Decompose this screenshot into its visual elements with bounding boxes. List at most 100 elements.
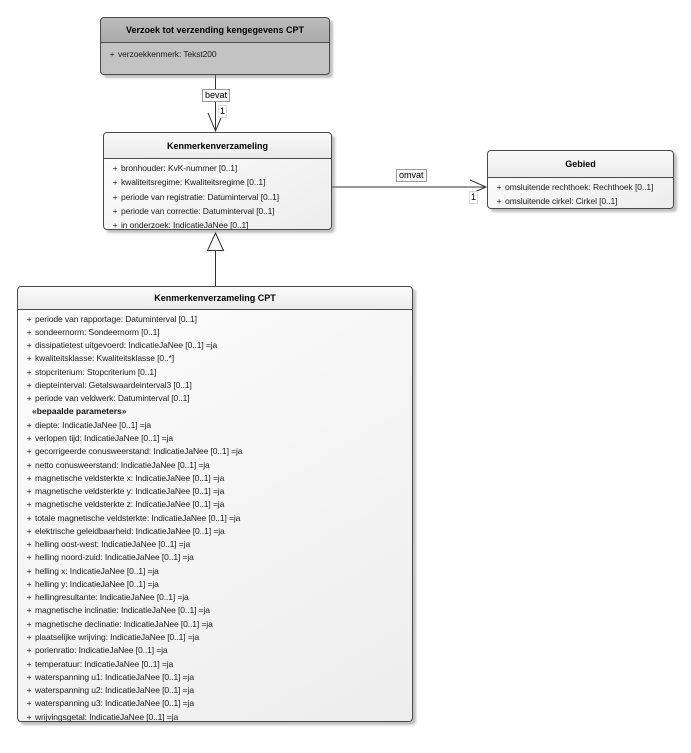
attribute-text: helling y: IndicatieJaNee [0..1] =ja [35,578,159,589]
public-visibility-icon: + [26,353,32,364]
attribute-text: netto conusweerstand: IndicatieJaNee [0.… [35,459,210,470]
attribute-row: + verzoekkenmerk: Tekst200 [101,45,329,61]
attribute-text: waterspanning u2: IndicatieJaNee [0..1] … [35,685,194,696]
public-visibility-icon: + [26,446,32,457]
attribute-row: + omsluitende rechthoek: Rechthoek [0..1… [488,180,673,194]
attribute-group-top: + periode van rapportage: Datuminterval … [18,312,412,405]
attribute-row: + elektrische geleidbaarheid: IndicatieJ… [18,524,412,537]
attribute-row: + plaatselijke wrijving: IndicatieJaNee … [18,630,412,643]
attribute-row: + periode van correctie: Datuminterval [… [104,204,331,218]
attribute-text: periode van rapportage: Datuminterval [0… [35,313,197,324]
public-visibility-icon: + [26,379,32,390]
public-visibility-icon: + [26,711,32,722]
attribute-text: temperatuur: IndicatieJaNee [0..1] =ja [35,658,174,669]
attribute-row: + verlopen tijd: IndicatieJaNee [0..1] =… [18,431,412,444]
attribute-row: + in onderzoek: IndicatieJaNee [0..1] [104,218,331,232]
attribute-row: + periode van veldwerk: Datuminterval [0… [18,392,412,405]
public-visibility-icon: + [26,685,32,696]
public-visibility-icon: + [26,313,32,324]
generalization-triangle-icon [206,231,225,251]
public-visibility-icon: + [26,525,32,536]
attribute-row: + gecorrigeerde conusweerstand: Indicati… [18,445,412,458]
attribute-row: + dissipatietest uitgevoerd: IndicatieJa… [18,339,412,352]
attribute-text: sondeernorm: Sondeernorm [0..1] [35,326,160,337]
class-title: Kenmerkenverzameling [104,133,331,159]
attribute-text: periode van veldwerk: Datuminterval [0..… [35,393,190,404]
attribute-row: + helling y: IndicatieJaNee [0..1] =ja [18,577,412,590]
attribute-text: wrijvingsgetal: IndicatieJaNee [0..1] =j… [35,711,179,722]
attribute-text: periode van correctie: Datuminterval [0.… [121,206,275,217]
attribute-text: gecorrigeerde conusweerstand: IndicatieJ… [35,446,243,457]
attribute-row: + kwaliteitsregime: Kwaliteitsregime [0.… [104,175,331,189]
bevat-association-connector [207,75,224,133]
public-visibility-icon: + [112,191,118,202]
attribute-row: + hellingresultante: IndicatieJaNee [0..… [18,591,412,604]
attribute-row: + magnetische veldsterkte y: IndicatieJa… [18,484,412,497]
public-visibility-icon: + [26,366,32,377]
public-visibility-icon: + [26,340,32,351]
attribute-row: + waterspanning u1: IndicatieJaNee [0..1… [18,670,412,683]
class-box-gebied[interactable]: Gebied + omsluitende rechthoek: Rechthoe… [487,150,674,209]
attribute-row: + temperatuur: IndicatieJaNee [0..1] =ja [18,657,412,670]
public-visibility-icon: + [496,196,502,206]
public-visibility-icon: + [26,472,32,483]
omvat-multiplicity-label: 1 [469,191,479,204]
public-visibility-icon: + [26,539,32,550]
public-visibility-icon: + [26,645,32,656]
public-visibility-icon: + [26,565,32,576]
attribute-row: + stopcriterium: Stopcriterium [0..1] [18,365,412,378]
attribute-row: + waterspanning u3: IndicatieJaNee [0..1… [18,697,412,710]
public-visibility-icon: + [112,177,118,188]
attribute-text: waterspanning u1: IndicatieJaNee [0..1] … [35,671,194,682]
class-box-kenmerkenverzameling[interactable]: Kenmerkenverzameling + bronhouder: KvK-n… [103,132,332,230]
attribute-row: + omsluitende cirkel: Cirkel [0..1] [488,194,673,208]
attribute-text: magnetische veldsterkte y: IndicatieJaNe… [35,486,225,497]
attribute-row: + periode van registratie: Datuminterval… [104,190,331,204]
attribute-text: totale magnetische veldsterkte: Indicati… [35,512,241,523]
attribute-text: magnetische declinatie: IndicatieJaNee [… [35,618,213,629]
public-visibility-icon: + [26,419,32,430]
public-visibility-icon: + [26,326,32,337]
attribute-row: + helling x: IndicatieJaNee [0..1] =ja [18,564,412,577]
attribute-text: verzoekkenmerk: Tekst200 [118,49,217,59]
attribute-row: + diepteinterval: Getalswaardeinterval3 … [18,378,412,391]
public-visibility-icon: + [26,632,32,642]
attribute-text: helling x: IndicatieJaNee [0..1] =ja [35,565,159,576]
attribute-row: + netto conusweerstand: IndicatieJaNee [… [18,458,412,471]
attribute-compartment: + verzoekkenmerk: Tekst200 [101,43,329,61]
public-visibility-icon: + [26,459,32,470]
public-visibility-icon: + [26,592,32,603]
class-box-kenmerkenverzameling-cpt[interactable]: Kenmerkenverzameling CPT + periode van r… [17,286,413,722]
attribute-text: omsluitende rechthoek: Rechthoek [0..1] [505,182,654,192]
attribute-row: + sondeernorm: Sondeernorm [0..1] [18,325,412,338]
public-visibility-icon: + [112,220,118,231]
class-box-verzoek-tot-verzending-kengegevens-cpt[interactable]: Verzoek tot verzending kengegevens CPT +… [100,17,330,75]
public-visibility-icon: + [112,163,118,174]
public-visibility-icon: + [112,206,118,217]
public-visibility-icon: + [26,486,32,497]
attribute-row: + periode van rapportage: Datuminterval … [18,312,412,325]
attribute-text: periode van registratie: Datuminterval [… [121,191,280,202]
attribute-text: elektrische geleidbaarheid: IndicatieJaN… [35,525,225,536]
attribute-text: magnetische inclinatie: IndicatieJaNee [… [35,605,210,616]
public-visibility-icon: + [26,552,32,563]
attribute-row: + magnetische inclinatie: IndicatieJaNee… [18,604,412,617]
attribute-text: plaatselijke wrijving: IndicatieJaNee [0… [35,632,200,642]
attribute-row: + waterspanning u2: IndicatieJaNee [0..1… [18,683,412,696]
attribute-compartment: + bronhouder: KvK-nummer [0..1] + kwalit… [104,159,331,232]
public-visibility-icon: + [26,618,32,629]
attribute-text: waterspanning u3: IndicatieJaNee [0..1] … [35,698,194,709]
public-visibility-icon: + [26,499,32,510]
public-visibility-icon: + [26,671,32,682]
attribute-text: omsluitende cirkel: Cirkel [0..1] [505,196,618,206]
bevat-multiplicity-label: 1 [218,105,228,118]
omvat-association-connector [332,179,488,195]
attribute-text: dissipatietest uitgevoerd: IndicatieJaNe… [35,340,218,351]
attribute-text: hellingresultante: IndicatieJaNee [0..1]… [35,592,189,603]
public-visibility-icon: + [496,182,502,192]
generalization-connector [206,231,225,286]
class-title: Gebied [488,151,673,178]
public-visibility-icon: + [26,578,32,589]
attribute-row: + magnetische veldsterkte x: IndicatieJa… [18,471,412,484]
